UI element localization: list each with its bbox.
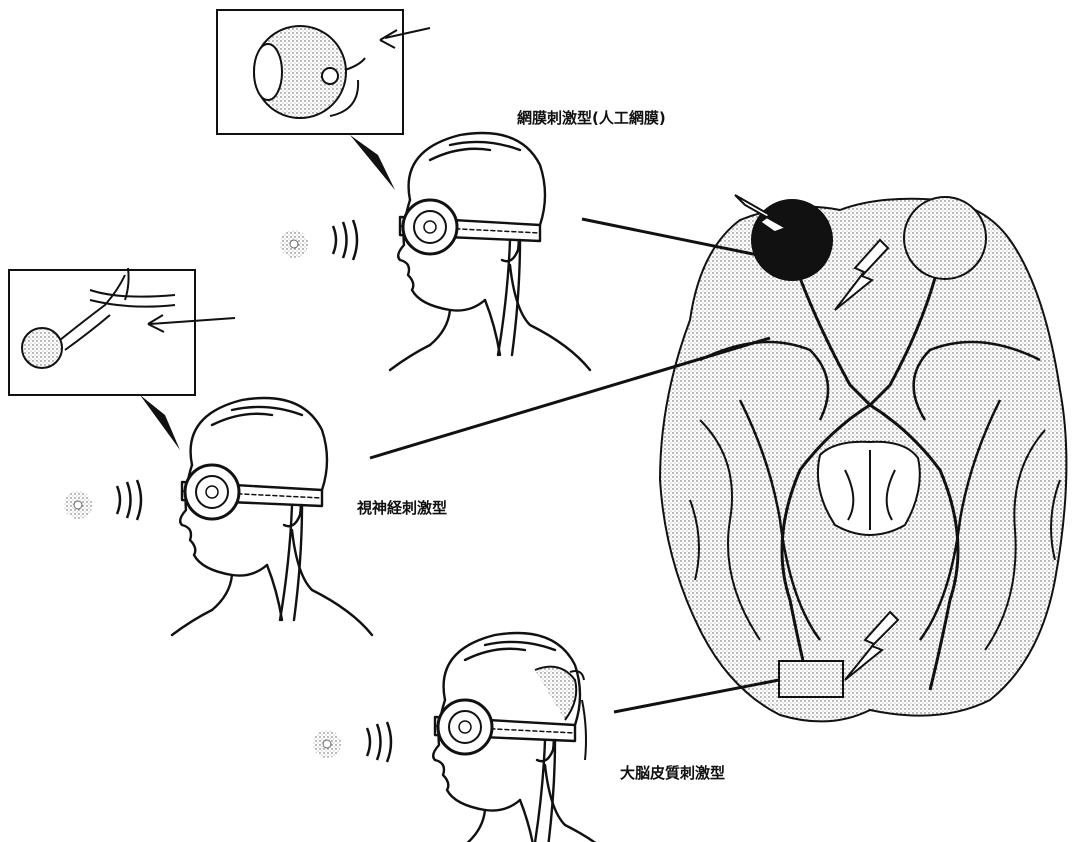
right-eye <box>904 197 986 279</box>
person-visual-cortex-figure <box>425 633 625 842</box>
brain-illustration <box>660 195 1066 721</box>
retina-stimulation-group <box>217 10 590 370</box>
brainstem <box>818 442 920 535</box>
retina-stimulation-label: 網膜刺激型(人工網膜) <box>517 107 666 128</box>
light-source-icon <box>313 730 341 758</box>
callout-pointer <box>140 395 180 450</box>
optic-nerve-stimulation-label: 視神経刺激型 <box>357 497 447 518</box>
light-source-icon <box>280 230 308 258</box>
visual-cortex-stimulation-label: 大脳皮質刺激型 <box>620 762 725 783</box>
person-retina-figure <box>390 133 590 370</box>
callout-pointer <box>350 135 395 190</box>
person-optic-nerve-figure <box>172 398 372 635</box>
visual-cortex-target-box <box>779 661 843 697</box>
light-waves-icon <box>117 480 141 520</box>
light-source-icon <box>64 491 92 519</box>
visual-cortex-stimulation-group <box>313 633 625 842</box>
optic-nerve-stimulation-group <box>9 268 372 635</box>
light-waves-icon <box>333 220 357 260</box>
light-waves-icon <box>367 722 391 762</box>
